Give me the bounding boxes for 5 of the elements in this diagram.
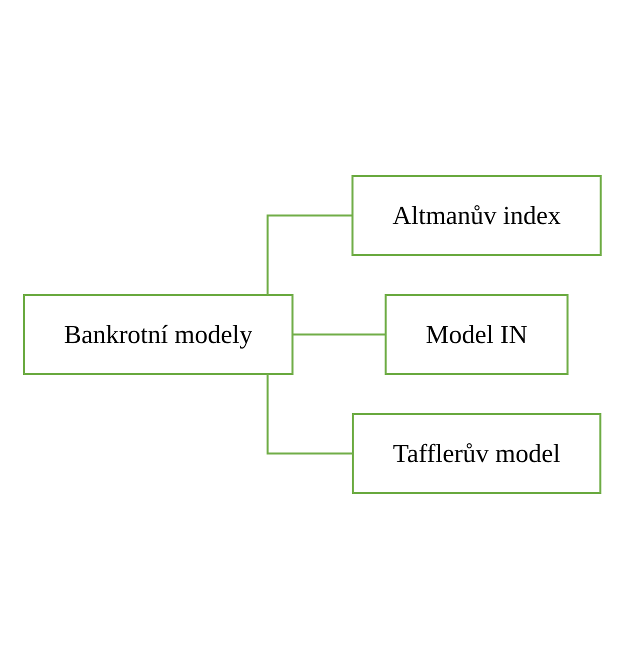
node-box: Model IN [384,294,568,375]
node-box: Bankrotní modely [22,294,294,375]
connector [292,334,386,336]
node-box: Tafflerův model [352,413,601,494]
node-box: Altmanův index [351,175,602,256]
